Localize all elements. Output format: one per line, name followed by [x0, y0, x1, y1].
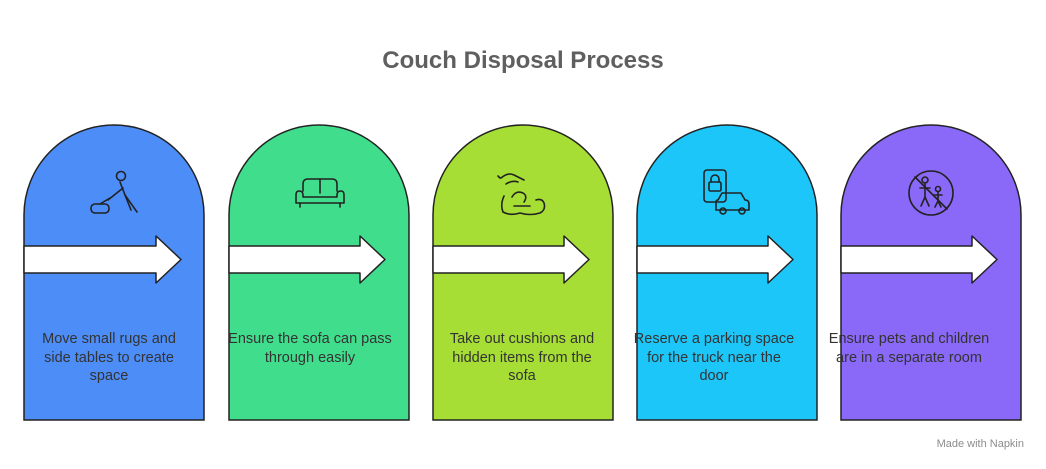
step-2-description: Ensure the sofa can pass through easily	[228, 331, 392, 366]
napkin-credit: Made with Napkin	[937, 438, 1024, 450]
step-3-description: Take out cushions and hidden items from …	[449, 331, 595, 384]
step-5-arrow	[840, 235, 998, 284]
footer-brand-text: Made with Napkin	[936, 438, 1024, 450]
person-vacuuming-icon	[90, 170, 138, 214]
step-5-description: Ensure pets and children are in a separa…	[828, 331, 990, 366]
step-2-card	[228, 124, 410, 421]
step-3-card	[432, 124, 614, 421]
step-4-card	[636, 124, 818, 421]
step-1-card	[23, 124, 205, 421]
step-3-arrow	[432, 235, 590, 284]
step-1-description: Move small rugs and side tables to creat…	[42, 331, 176, 384]
sofa-icon	[295, 178, 345, 208]
step-1-arrow	[23, 235, 182, 284]
step-4-arrow	[636, 235, 794, 284]
no-children-pets-icon	[908, 170, 954, 216]
page-title: Couch Disposal Process	[382, 47, 664, 74]
step-5-card	[840, 124, 1022, 421]
hand-removing-cushion-icon	[497, 173, 546, 216]
step-2-arrow	[228, 235, 386, 284]
step-4-description: Reserve a parking space for the truck ne…	[633, 331, 795, 384]
parking-car-icon	[703, 169, 750, 215]
